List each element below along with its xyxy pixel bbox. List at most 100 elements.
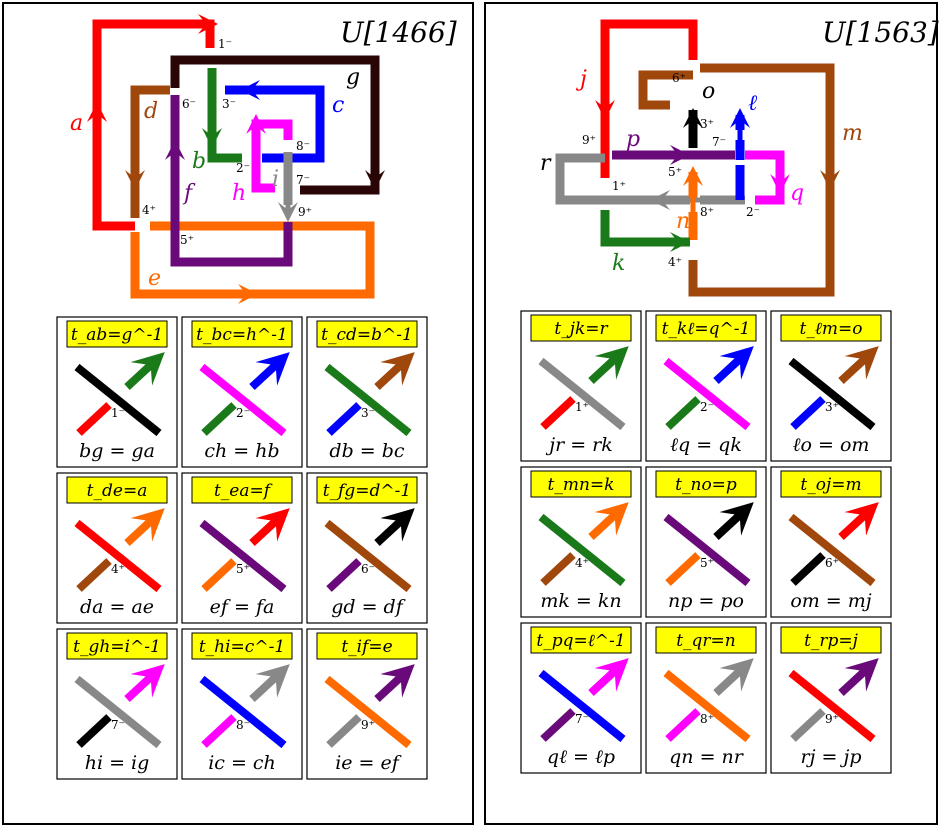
over-strand [538,513,626,587]
under-strand-arrow [838,502,879,540]
crossing-3: 3⁻ [222,97,236,111]
tile-crossing: 5⁺ [236,562,250,576]
over-strand [538,357,626,431]
arc-q [745,150,785,205]
tile-crossing: 6⁻ [361,562,375,576]
crossing-7: 7⁻ [296,173,310,187]
tile-title: t_pq=ℓ^-1 [536,631,625,651]
over-strand [324,363,412,437]
over-strand [538,669,626,743]
tile-equation: qn = nr [669,746,745,768]
tile-crossing: 4⁺ [575,556,589,570]
tile-title: t_hi=c^-1 [199,637,285,657]
label-h: h [232,181,246,206]
tile-title: t_rp=j [804,631,859,651]
tile-equation: bg = ga [79,440,155,462]
under-strand [201,558,237,592]
left-tile-7: t_gh=i^-17⁻hi = ig [56,628,178,780]
tile-title: t_ℓm=o [799,319,862,339]
under-strand-arrow [249,508,290,546]
over-strand [788,669,876,743]
under-strand [540,552,576,586]
right-title: U[1563] [822,16,939,49]
arc-m [638,63,835,297]
under-strand [665,708,701,742]
tile-equation: ℓq = qk [670,434,742,456]
under-strand-arrow [374,664,415,702]
label-l: ℓ [748,91,758,116]
under-strand [76,714,112,748]
over-strand [199,675,287,749]
label-n: n [676,209,690,234]
right-knot-arrows [595,80,840,252]
crossing-r8: 8⁺ [700,205,714,219]
under-strand [790,396,826,430]
tile-title: t_no=p [675,475,737,495]
over-strand [663,669,751,743]
right-tile-6: t_oj=m6⁺om = mj [770,466,892,618]
label-p: p [626,127,640,152]
tile-title: t_mn=k [548,475,615,495]
tile-title: t_jk=r [554,319,608,339]
left-tile-5: t_ea=f 5⁺ ef = fa [181,472,303,624]
over-strand [324,675,412,749]
crossing-4: 4⁺ [142,203,156,217]
label-b: b [192,149,206,174]
left-tile-6: t_fg=d^-16⁻gd = df [306,472,428,624]
under-strand-arrow [124,352,165,390]
tile-title: t_ab=g^-1 [71,325,163,345]
tile-equation: om = mj [790,590,871,612]
right-tile-8: t_qr=n8⁺qn = nr [645,622,767,774]
arc-a [92,19,215,231]
crossing-1: 1⁻ [218,37,232,51]
tile-crossing: 5⁺ [700,556,714,570]
crossing-6: 6⁻ [182,97,196,111]
under-strand [326,558,362,592]
under-strand-arrow [249,352,290,390]
tile-equation: mk = kn [540,590,621,612]
tile-title: t_fg=d^-1 [323,481,411,501]
tile-crossing: 1⁺ [575,400,589,414]
crossing-r4: 4⁺ [668,255,682,269]
under-strand-arrow [588,346,629,384]
under-strand-arrow [588,658,629,696]
tile-equation: ch = hb [204,440,279,462]
tile-crossing: 6⁺ [825,556,839,570]
right-tile-1: t_jk=r 1⁺ jr = rk [520,310,642,462]
tile-crossing: 7⁻ [111,718,125,732]
label-f: f [182,181,196,206]
arc-b [207,68,242,163]
under-strand-arrow [838,658,879,696]
crossing-5: 5⁺ [180,233,194,247]
right-tile-2: t_kℓ=q^-12⁻ℓq = qk [645,310,767,462]
tile-crossing: 9⁺ [361,718,375,732]
over-strand [74,675,162,749]
over-strand [74,519,162,593]
label-g: g [346,65,360,90]
label-j: j [575,67,587,92]
tile-crossing: 3⁺ [825,400,839,414]
under-strand-arrow [374,352,415,390]
tile-title: t_ea=f [214,481,273,501]
tile-equation: jr = rk [545,434,613,456]
over-strand [324,519,412,593]
arc-r [555,153,745,205]
label-r: r [540,151,552,176]
tile-crossing: 4⁺ [111,562,125,576]
under-strand-arrow [713,658,754,696]
tile-equation: db = bc [329,440,404,462]
tile-equation: ef = fa [210,596,275,618]
crossing-r5: 5⁺ [668,165,682,179]
tile-title: t_cd=b^-1 [321,325,413,345]
tile-equation: ic = ch [208,752,276,774]
crossing-r9: 9⁺ [582,133,596,147]
under-strand [790,552,826,586]
under-strand-arrow [713,346,754,384]
left-tile-9: t_if=e9⁺ie = ef [306,628,428,780]
left-tile-3: t_cd=b^-13⁻db = bc [306,316,428,468]
crossing-8: 8⁻ [296,139,310,153]
under-strand [665,396,701,430]
tile-title: t_gh=i^-1 [73,637,161,657]
over-strand [199,519,287,593]
under-strand-arrow [124,508,165,546]
